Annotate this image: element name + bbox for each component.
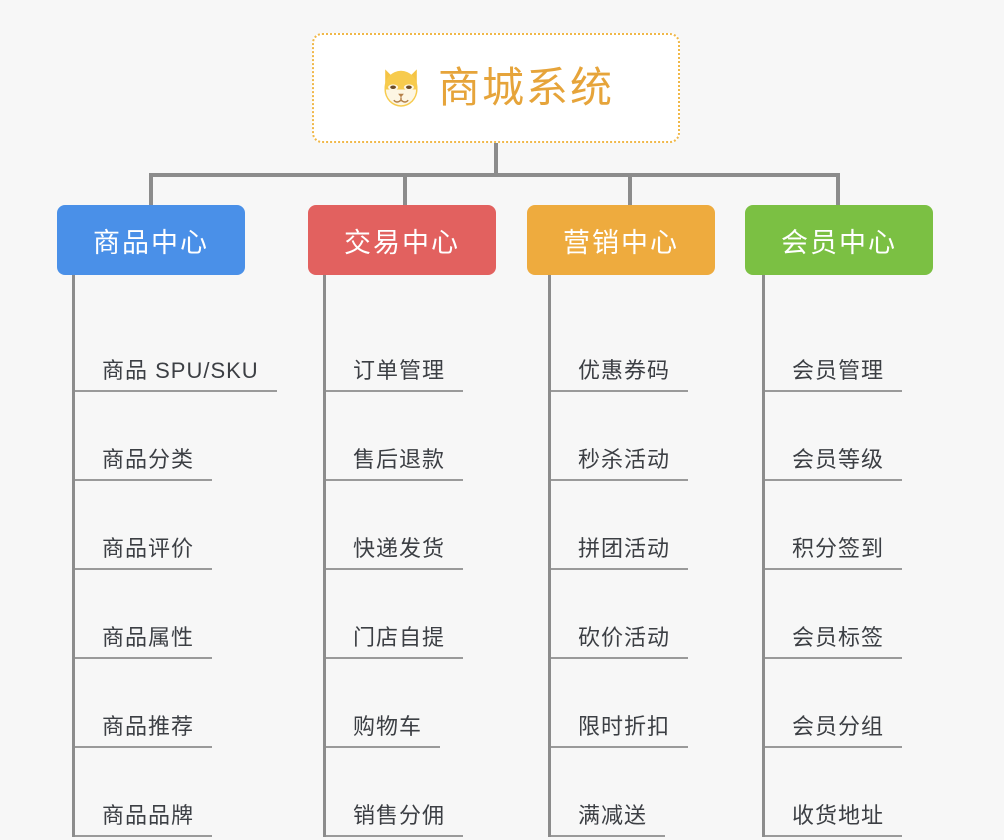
list-item[interactable]: 购物车 xyxy=(326,659,463,748)
list-item[interactable]: 商品推荐 xyxy=(75,659,277,748)
leaf-list: 订单管理 售后退款 快递发货 门店自提 购物车 销售分佣 xyxy=(323,303,464,837)
list-item[interactable]: 商品 SPU/SKU xyxy=(75,303,277,392)
leaf-list: 优惠券码 秒杀活动 拼团活动 砍价活动 限时折扣 满减送 xyxy=(548,303,689,837)
connector-root-stem xyxy=(494,143,498,175)
category-header-product-center[interactable]: 商品中心 xyxy=(57,205,245,275)
leaf-label: 售后退款 xyxy=(326,447,464,481)
list-item[interactable]: 秒杀活动 xyxy=(551,392,689,481)
category-label: 营销中心 xyxy=(563,227,679,258)
leaf-label: 商品评价 xyxy=(75,536,213,570)
category-header-marketing-center[interactable]: 营销中心 xyxy=(527,205,715,275)
list-item[interactable]: 售后退款 xyxy=(326,392,464,481)
list-item[interactable]: 商品品牌 xyxy=(75,748,277,837)
list-item[interactable]: 收货地址 xyxy=(765,748,903,837)
list-item[interactable]: 商品评价 xyxy=(75,481,277,570)
leaf-list: 商品 SPU/SKU 商品分类 商品评价 商品属性 商品推荐 商品品牌 xyxy=(72,303,277,837)
dog-face-icon xyxy=(378,65,424,111)
connector-horizontal-bus xyxy=(149,173,840,177)
connector-drop-2 xyxy=(403,173,407,205)
connector-category-stub xyxy=(762,275,765,303)
leaf-label: 快递发货 xyxy=(326,536,464,570)
category-header-trade-center[interactable]: 交易中心 xyxy=(308,205,496,275)
leaf-label: 会员等级 xyxy=(765,447,903,481)
leaf-label: 限时折扣 xyxy=(551,714,689,748)
category-label: 会员中心 xyxy=(781,227,897,258)
root-node[interactable]: 商城系统 xyxy=(312,33,680,143)
leaf-label: 门店自提 xyxy=(326,625,464,659)
leaf-label: 积分签到 xyxy=(765,536,903,570)
leaf-label: 满减送 xyxy=(551,803,666,837)
list-item[interactable]: 订单管理 xyxy=(326,303,464,392)
column-trade-center: 交易中心 订单管理 售后退款 快递发货 门店自提 购物车 销售分佣 xyxy=(308,205,496,837)
list-item[interactable]: 门店自提 xyxy=(326,570,464,659)
connector-drop-4 xyxy=(836,173,840,205)
list-item[interactable]: 会员标签 xyxy=(765,570,903,659)
leaf-label: 订单管理 xyxy=(326,358,464,392)
leaf-label: 购物车 xyxy=(326,714,441,748)
list-item[interactable]: 优惠券码 xyxy=(551,303,689,392)
category-label: 商品中心 xyxy=(93,227,209,258)
leaf-label: 收货地址 xyxy=(765,803,903,837)
list-item[interactable]: 满减送 xyxy=(551,748,688,837)
list-item[interactable]: 会员分组 xyxy=(765,659,903,748)
leaf-label: 优惠券码 xyxy=(551,358,689,392)
list-item[interactable]: 拼团活动 xyxy=(551,481,689,570)
list-item[interactable]: 快递发货 xyxy=(326,481,464,570)
leaf-label: 销售分佣 xyxy=(326,803,464,837)
connector-category-stub xyxy=(323,275,326,303)
connector-category-stub xyxy=(548,275,551,303)
leaf-label: 商品分类 xyxy=(75,447,213,481)
leaf-label: 会员标签 xyxy=(765,625,903,659)
list-item[interactable]: 会员等级 xyxy=(765,392,903,481)
leaf-label: 商品 SPU/SKU xyxy=(75,358,277,392)
list-item[interactable]: 砍价活动 xyxy=(551,570,689,659)
leaf-label: 商品品牌 xyxy=(75,803,213,837)
category-label: 交易中心 xyxy=(344,227,460,258)
column-marketing-center: 营销中心 优惠券码 秒杀活动 拼团活动 砍价活动 限时折扣 满减送 xyxy=(527,205,715,837)
connector-drop-1 xyxy=(149,173,153,205)
leaf-label: 商品属性 xyxy=(75,625,213,659)
list-item[interactable]: 会员管理 xyxy=(765,303,903,392)
category-header-member-center[interactable]: 会员中心 xyxy=(745,205,933,275)
leaf-label: 拼团活动 xyxy=(551,536,689,570)
list-item[interactable]: 商品分类 xyxy=(75,392,277,481)
leaf-label: 商品推荐 xyxy=(75,714,213,748)
list-item[interactable]: 商品属性 xyxy=(75,570,277,659)
list-item[interactable]: 限时折扣 xyxy=(551,659,689,748)
column-member-center: 会员中心 会员管理 会员等级 积分签到 会员标签 会员分组 收货地址 xyxy=(745,205,933,837)
leaf-label: 砍价活动 xyxy=(551,625,689,659)
root-title: 商城系统 xyxy=(437,64,614,111)
leaf-label: 会员管理 xyxy=(765,358,903,392)
list-item[interactable]: 销售分佣 xyxy=(326,748,464,837)
connector-category-stub xyxy=(72,275,75,303)
connector-drop-3 xyxy=(628,173,632,205)
leaf-list: 会员管理 会员等级 积分签到 会员标签 会员分组 收货地址 xyxy=(762,303,903,837)
list-item[interactable]: 积分签到 xyxy=(765,481,903,570)
column-product-center: 商品中心 商品 SPU/SKU 商品分类 商品评价 商品属性 商品推荐 商品品牌 xyxy=(57,205,277,837)
leaf-label: 会员分组 xyxy=(765,714,903,748)
leaf-label: 秒杀活动 xyxy=(551,447,689,481)
